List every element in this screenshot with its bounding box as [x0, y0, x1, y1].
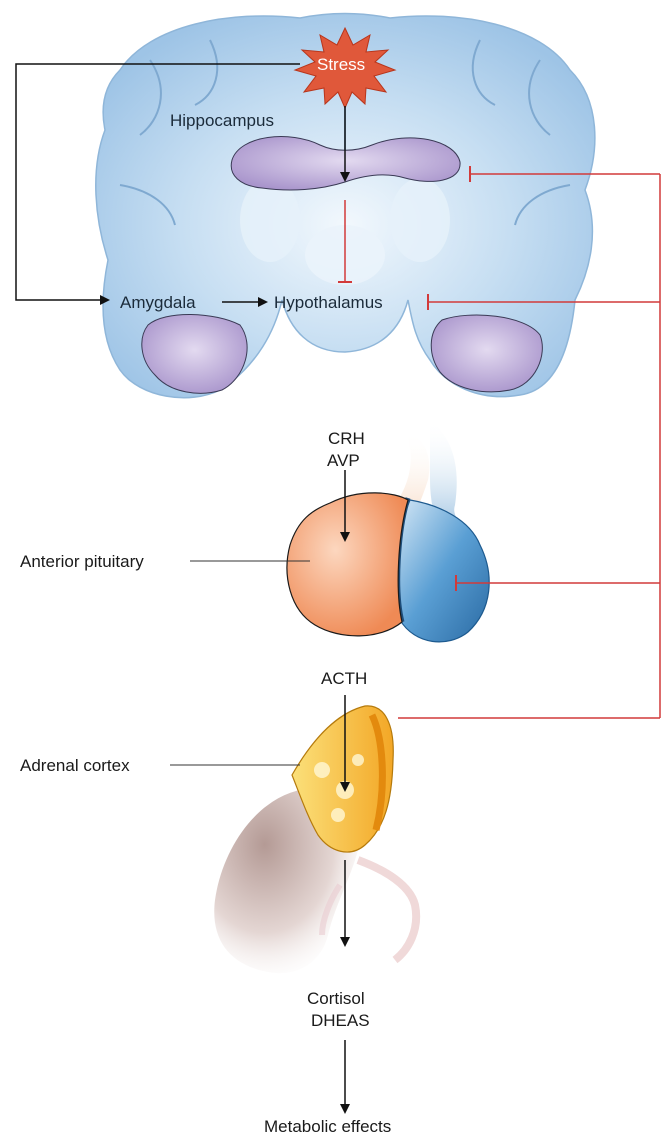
stress-label: Stress	[317, 56, 365, 73]
anterior-pituitary-shape	[287, 493, 408, 636]
avp-label: AVP	[327, 452, 360, 469]
hypothalamus-label: Hypothalamus	[274, 294, 383, 311]
acth-label: ACTH	[321, 670, 367, 687]
renal-vessels	[358, 860, 416, 960]
crh-label: CRH	[328, 430, 365, 447]
cortisol-label: Cortisol	[307, 990, 365, 1007]
hippocampus-label: Hippocampus	[170, 112, 274, 129]
metabolic-effects-label: Metabolic effects	[264, 1118, 391, 1135]
dheas-label: DHEAS	[311, 1012, 370, 1029]
amygdala-label: Amygdala	[120, 294, 196, 311]
kidney-adrenal	[214, 706, 416, 973]
posterior-pituitary-shape	[396, 500, 489, 642]
anterior-pituitary-label: Anterior pituitary	[20, 553, 144, 570]
pituitary-gland	[287, 420, 489, 642]
adrenal-cortex-label: Adrenal cortex	[20, 757, 130, 774]
